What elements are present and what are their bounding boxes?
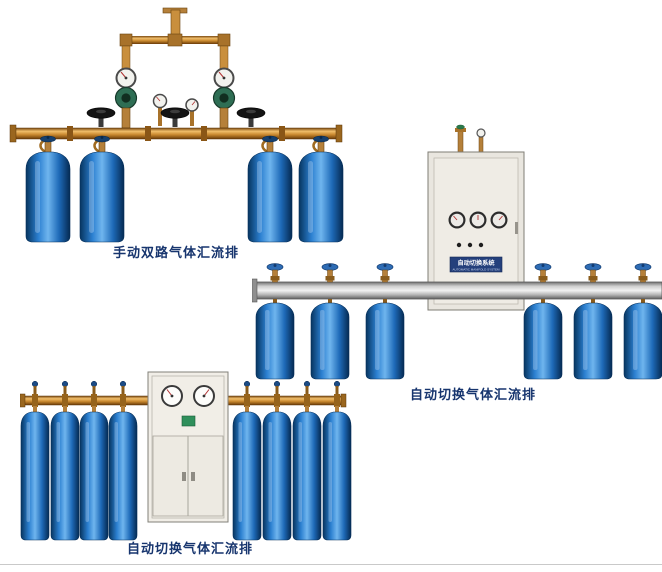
gas-cylinder (24, 134, 72, 244)
pressure-gauge (193, 385, 215, 407)
pressure-regulator (114, 67, 138, 129)
gas-cylinder (623, 263, 662, 380)
door-handle (182, 472, 186, 481)
control-cabinet (147, 371, 229, 523)
figure-auto-switch-manifold-floor (19, 370, 354, 549)
center-gauges (152, 93, 199, 126)
valve-handwheel (86, 107, 116, 128)
figure-auto-switch-manifold-wall: 自动切换系统 AUTOMATIC MANIFOLD SYSTEM (251, 124, 662, 391)
page-divider (0, 564, 662, 565)
door-handle (191, 472, 195, 481)
header-assembly (119, 7, 231, 73)
manifold-pipe (9, 124, 343, 143)
valve-handwheel (160, 107, 190, 128)
indicator-lights (456, 242, 484, 248)
gas-cylinder (310, 263, 350, 380)
pressure-gauge (490, 211, 508, 229)
cabinet-label-text: 自动切换系统 (457, 259, 495, 267)
cabinet-top-pipes (455, 124, 486, 155)
cabinet-sublabel-text: AUTOMATIC MANIFOLD SYSTEM (453, 268, 500, 272)
gas-cylinder (523, 263, 563, 380)
cabinet-indicator (181, 415, 196, 427)
auto-switch-manifold-cabinet-illustration (19, 371, 352, 541)
gas-cylinder (255, 263, 295, 380)
manifold-rail (251, 278, 662, 303)
figure-manual-dual-manifold (8, 6, 345, 251)
product-caption-auto-switch-wall: 自动切换气体汇流排 (409, 387, 536, 402)
product-caption-manual-dual: 手动双路气体汇流排 (112, 245, 239, 260)
gas-cylinder (573, 263, 613, 380)
cabinet-latch (515, 222, 518, 234)
auto-switch-manifold-illustration: 自动切换系统 AUTOMATIC MANIFOLD SYSTEM (251, 124, 662, 380)
pressure-gauge (161, 385, 183, 407)
pressure-regulator (212, 67, 236, 129)
pressure-gauge (448, 211, 466, 229)
pressure-gauge (469, 211, 487, 229)
cabinet-label: 自动切换系统 AUTOMATIC MANIFOLD SYSTEM (449, 256, 503, 273)
manual-dual-manifold-illustration (9, 7, 345, 244)
gas-cylinder (365, 263, 405, 380)
gas-cylinder (78, 134, 126, 244)
product-caption-auto-switch-floor: 自动切换气体汇流排 (126, 541, 253, 556)
